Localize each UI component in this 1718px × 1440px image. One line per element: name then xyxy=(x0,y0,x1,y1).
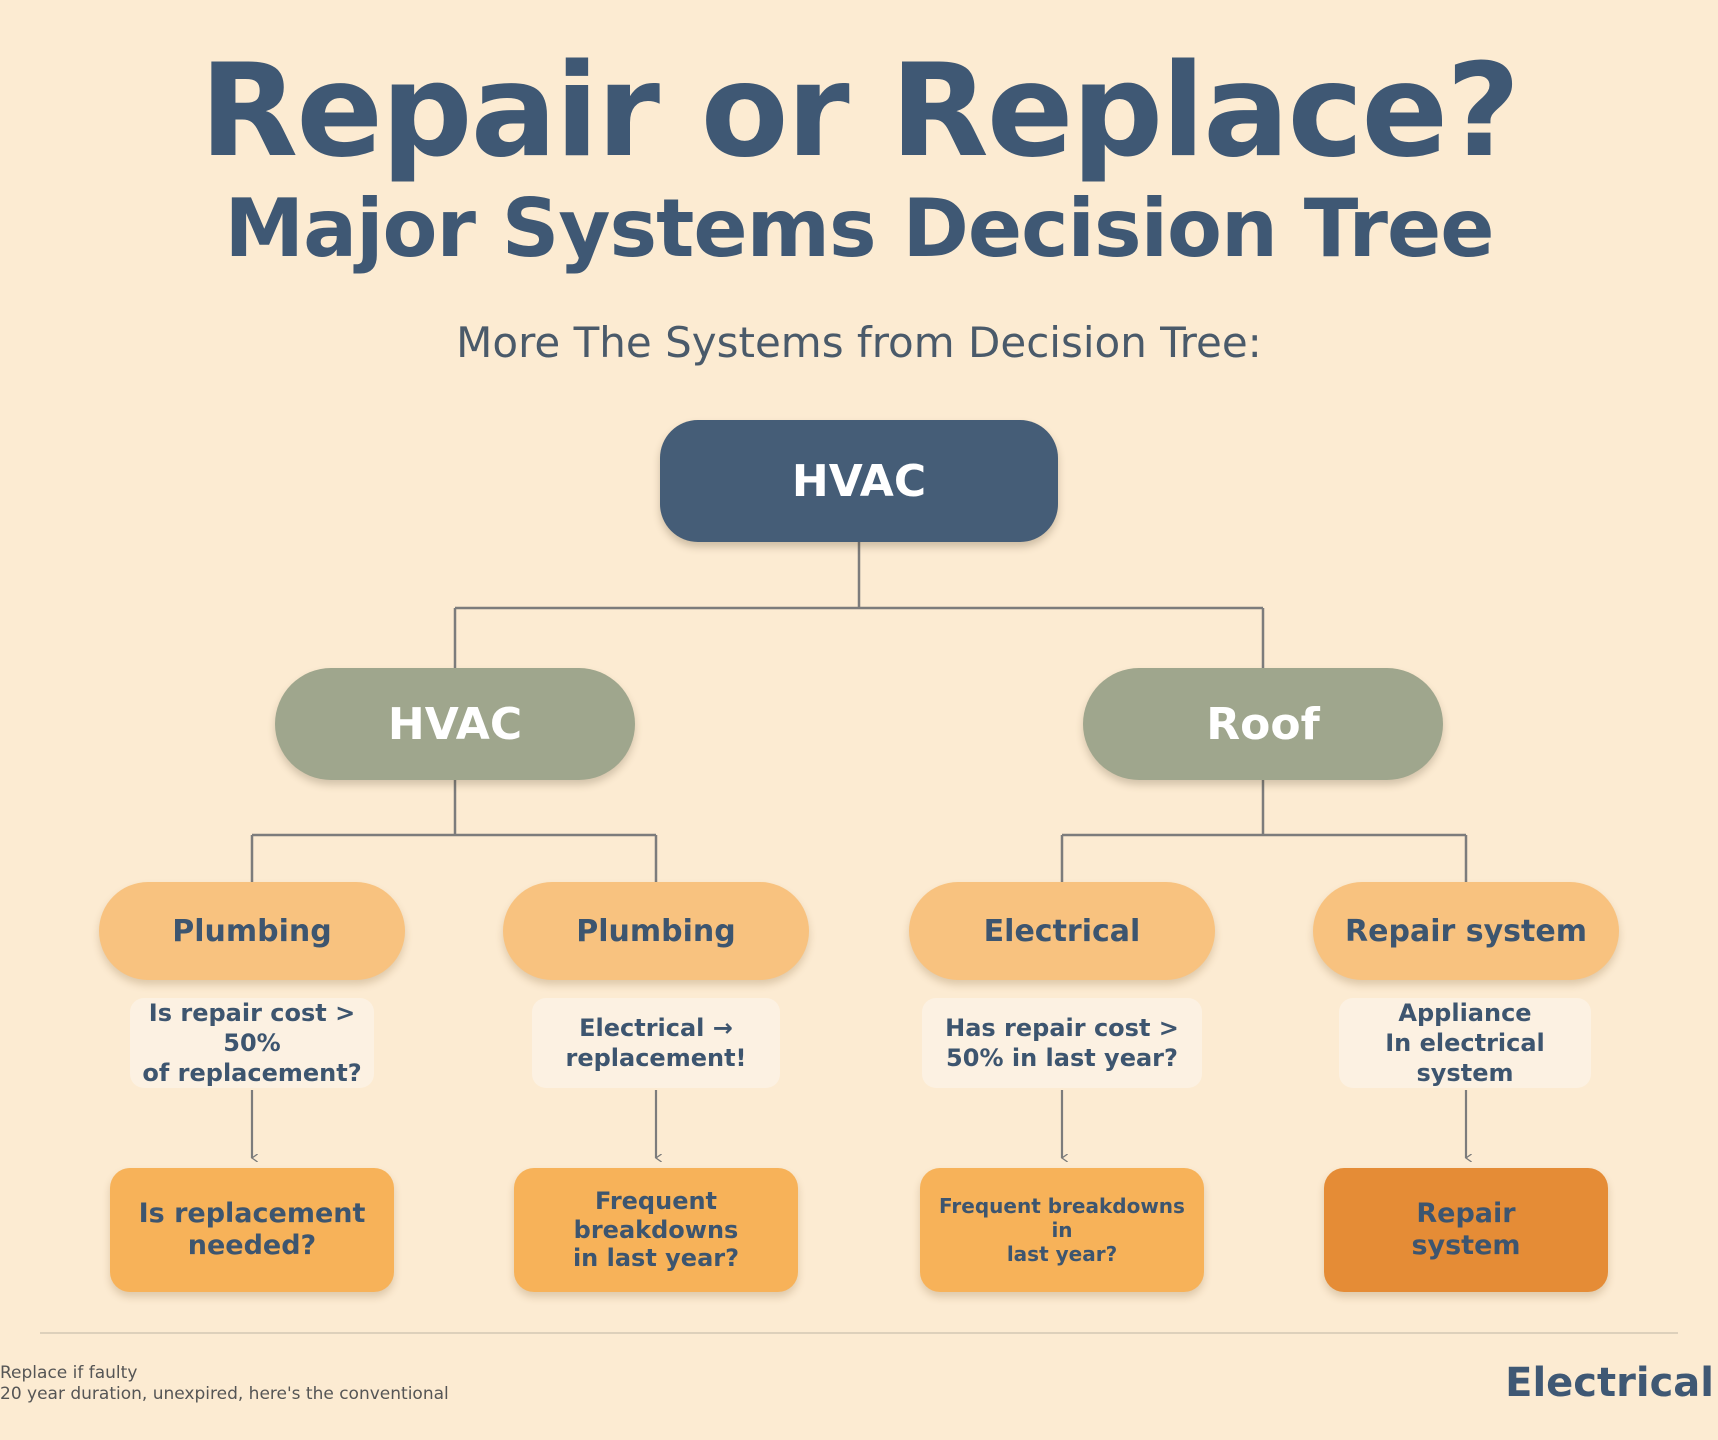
connector-hvac-to-systems xyxy=(250,780,658,882)
system-node-repair-system: Repair system xyxy=(1313,882,1619,980)
category-node-roof: Roof xyxy=(1083,668,1443,780)
outcome-box-2: Frequent breakdowns in last year? xyxy=(514,1168,798,1292)
connector-root-to-categories xyxy=(453,542,1265,668)
footer-note-line1: Replace if faulty xyxy=(0,1363,138,1383)
system-node-plumbing-1: Plumbing xyxy=(99,882,405,980)
question-box-2: Electrical → replacement! xyxy=(532,998,780,1088)
category-node-hvac: HVAC xyxy=(275,668,635,780)
outcome-box-final: Repair system xyxy=(1324,1168,1608,1292)
system-node-electrical: Electrical xyxy=(909,882,1215,980)
question-box-3: Has repair cost > 50% in last year? xyxy=(922,998,1202,1088)
footer-brand: Electrical xyxy=(1505,1360,1714,1406)
page-subtitle: Major Systems Decision Tree xyxy=(224,182,1494,275)
tagline: More The Systems from Decision Tree: xyxy=(456,318,1262,367)
question-box-4: Appliance In electrical system xyxy=(1339,998,1591,1088)
root-node-hvac: HVAC xyxy=(660,420,1058,542)
system-node-plumbing-2: Plumbing xyxy=(503,882,809,980)
question-box-1: Is repair cost > 50% of replacement? xyxy=(130,998,374,1088)
outcome-box-1: Is replacement needed? xyxy=(110,1168,394,1292)
outcome-box-3: Frequent breakdowns in last year? xyxy=(920,1168,1204,1292)
connector-roof-to-systems xyxy=(1060,780,1468,882)
page-title: Repair or Replace? xyxy=(199,37,1521,186)
footer-divider xyxy=(40,1332,1678,1334)
footer-note-line2: 20 year duration, unexpired, here's the … xyxy=(0,1384,449,1404)
